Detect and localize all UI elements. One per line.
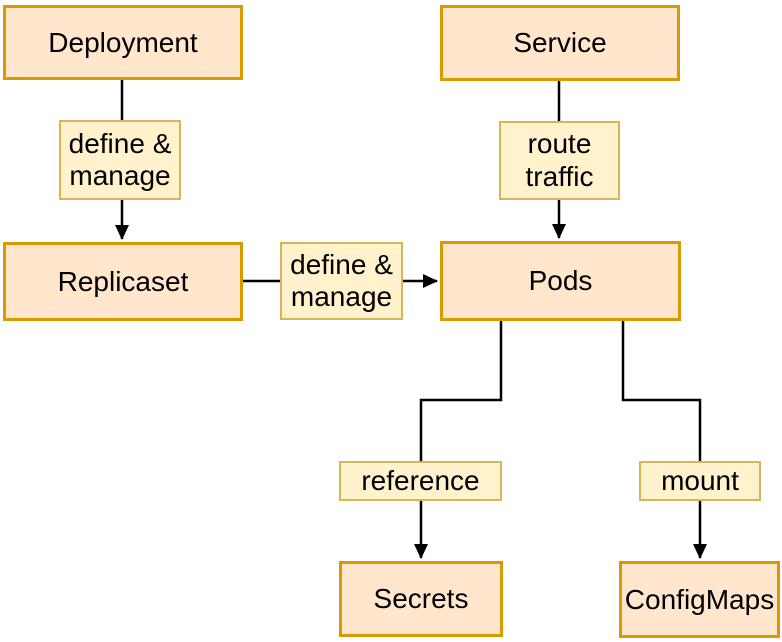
edge-pods-configmaps [621, 321, 707, 559]
edge-label-route-traffic: route traffic [499, 121, 620, 200]
node-secrets: Secrets [339, 561, 503, 637]
node-replicaset: Replicaset [3, 242, 243, 321]
edge-label-mount: mount [639, 461, 761, 501]
edge-label-define-manage-middle: define & manage [280, 242, 403, 320]
node-service: Service [440, 5, 680, 81]
node-pods: Pods [440, 241, 681, 321]
node-configmaps: ConfigMaps [619, 561, 780, 638]
edge-label-reference: reference [339, 461, 502, 501]
edge-pods-secrets [414, 321, 503, 559]
edge-label-define-manage-left: define & manage [59, 120, 181, 200]
node-deployment: Deployment [3, 5, 243, 80]
